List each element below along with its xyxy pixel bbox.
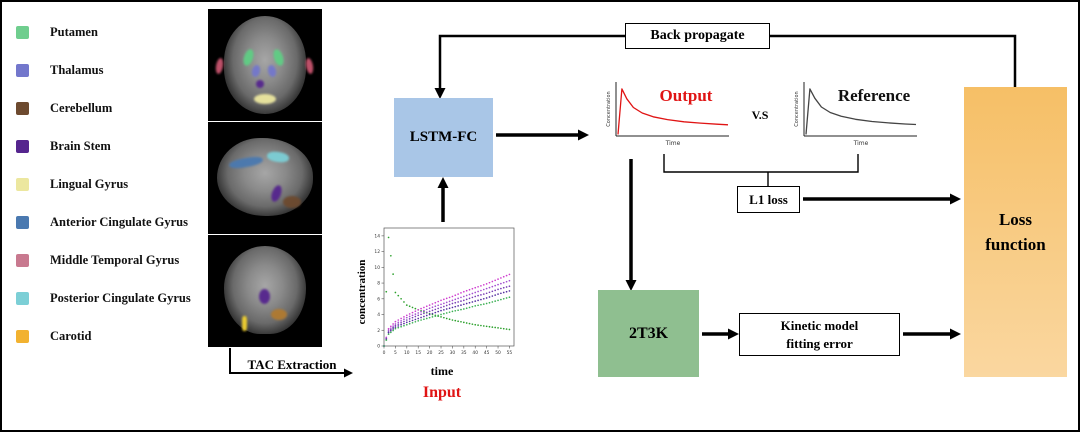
roi-legend: Putamen Thalamus Cerebellum Brain Stem L… bbox=[16, 25, 191, 343]
kinetic-model-label: Kinetic model fitting error bbox=[780, 317, 859, 351]
svg-text:25: 25 bbox=[438, 350, 444, 356]
svg-text:35: 35 bbox=[461, 350, 467, 356]
brain-stem-roi bbox=[255, 79, 264, 88]
legend-label: Posterior Cingulate Gyrus bbox=[50, 291, 191, 305]
lingual-gyrus-roi bbox=[253, 94, 276, 105]
svg-text:15: 15 bbox=[415, 350, 421, 356]
input-plot-xlabel: time bbox=[430, 364, 454, 378]
legend-label: Brain Stem bbox=[50, 139, 111, 153]
svg-text:55: 55 bbox=[507, 350, 513, 356]
svg-text:14: 14 bbox=[374, 233, 380, 239]
svg-text:0: 0 bbox=[383, 350, 386, 356]
vs-bracket-line bbox=[663, 154, 859, 173]
svg-text:12: 12 bbox=[374, 249, 380, 255]
svg-text:50: 50 bbox=[495, 350, 501, 356]
middle-temporal-color-swatch bbox=[16, 254, 29, 267]
tac-extraction-label: TAC Extraction bbox=[247, 357, 337, 372]
brain-scan-stack bbox=[208, 9, 322, 348]
cerebellum-roi bbox=[283, 195, 302, 208]
svg-text:Time: Time bbox=[853, 140, 869, 147]
svg-text:6: 6 bbox=[377, 296, 380, 302]
legend-label: Carotid bbox=[50, 329, 92, 343]
svg-text:40: 40 bbox=[472, 350, 478, 356]
legend-item-lingual-gyrus: Lingual Gyrus bbox=[16, 177, 191, 191]
legend-item-anterior-cingulate: Anterior Cingulate Gyrus bbox=[16, 215, 191, 229]
legend-label: Lingual Gyrus bbox=[50, 177, 129, 191]
svg-text:0: 0 bbox=[377, 344, 380, 350]
svg-text:30: 30 bbox=[450, 350, 456, 356]
legend-label: Middle Temporal Gyrus bbox=[50, 253, 180, 267]
middle-temporal-roi bbox=[304, 57, 315, 75]
svg-text:10: 10 bbox=[404, 350, 410, 356]
anterior-cingulate-color-swatch bbox=[16, 216, 29, 229]
brain-scan-sagittal bbox=[208, 122, 322, 234]
carotid-color-swatch bbox=[16, 330, 29, 343]
reference-title: Reference bbox=[837, 86, 911, 105]
legend-item-thalamus: Thalamus bbox=[16, 63, 191, 77]
middle-temporal-roi bbox=[214, 57, 225, 75]
legend-item-cerebellum: Cerebellum bbox=[16, 101, 191, 115]
legend-item-middle-temporal: Middle Temporal Gyrus bbox=[16, 253, 191, 267]
vs-label: V.S bbox=[751, 108, 769, 122]
svg-text:Time: Time bbox=[665, 140, 681, 147]
svg-text:8: 8 bbox=[377, 281, 380, 287]
2t3k-label: 2T3K bbox=[628, 324, 669, 342]
legend-item-putamen: Putamen bbox=[16, 25, 191, 39]
loss-function-box: Loss function bbox=[964, 87, 1067, 377]
input-tac-scatter-chart: 0 5 10 15 20 25 30 35 40 45 50 55 0 2 4 6 8 10 12 14 bbox=[374, 227, 515, 356]
svg-text:45: 45 bbox=[484, 350, 490, 356]
legend-label: Anterior Cingulate Gyrus bbox=[50, 215, 188, 229]
2t3k-box: 2T3K bbox=[598, 290, 699, 377]
svg-text:Concentration: Concentration bbox=[794, 91, 800, 126]
carotid-roi bbox=[270, 308, 287, 320]
legend-item-brain-stem: Brain Stem bbox=[16, 139, 191, 153]
brain-stem-color-swatch bbox=[16, 140, 29, 153]
svg-text:4: 4 bbox=[377, 312, 380, 318]
brain-scan-axial bbox=[208, 9, 322, 121]
back-propagate-box: Back propagate bbox=[625, 23, 770, 49]
legend-item-carotid: Carotid bbox=[16, 329, 191, 343]
back-propagate-label: Back propagate bbox=[650, 28, 745, 43]
kinetic-model-box: Kinetic model fitting error bbox=[739, 313, 900, 356]
output-title: Output bbox=[659, 86, 713, 105]
legend-label: Putamen bbox=[50, 25, 98, 39]
svg-text:2: 2 bbox=[377, 328, 380, 334]
lstm-fc-box: LSTM-FC bbox=[394, 98, 493, 177]
legend-label: Thalamus bbox=[50, 63, 104, 77]
legend-item-posterior-cingulate: Posterior Cingulate Gyrus bbox=[16, 291, 191, 305]
carotid-roi bbox=[242, 315, 248, 331]
putamen-color-swatch bbox=[16, 26, 29, 39]
l1-loss-label: L1 loss bbox=[749, 191, 788, 207]
lstm-fc-label: LSTM-FC bbox=[409, 129, 478, 145]
l1-loss-box: L1 loss bbox=[737, 186, 800, 213]
legend-label: Cerebellum bbox=[50, 101, 113, 115]
loss-function-label: Loss function bbox=[985, 209, 1046, 255]
thalamus-color-swatch bbox=[16, 64, 29, 77]
svg-text:20: 20 bbox=[427, 350, 433, 356]
lingual-gyrus-color-swatch bbox=[16, 178, 29, 191]
brain-stem-roi bbox=[259, 288, 271, 304]
svg-text:10: 10 bbox=[374, 265, 380, 271]
posterior-cingulate-color-swatch bbox=[16, 292, 29, 305]
brain-scan-coronal bbox=[208, 235, 322, 347]
svg-text:5: 5 bbox=[394, 350, 397, 356]
input-caption: Input bbox=[422, 384, 462, 401]
svg-text:Concentration: Concentration bbox=[606, 91, 612, 126]
cerebellum-color-swatch bbox=[16, 102, 29, 115]
